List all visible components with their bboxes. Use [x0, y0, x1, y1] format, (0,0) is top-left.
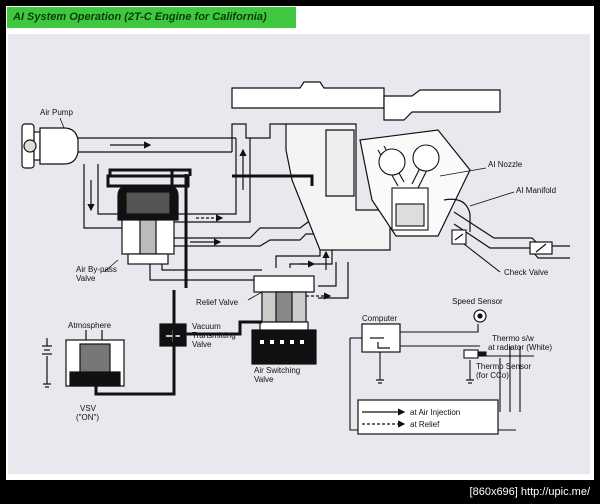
thermo-switch: [463, 349, 487, 359]
legend-label-air-injection: at Air Injection: [410, 408, 461, 417]
computer-unit: [361, 323, 401, 353]
legend-box: [357, 399, 499, 435]
air-pump: [21, 123, 79, 169]
label-computer: Computer: [362, 314, 398, 323]
flow-arrows: [87, 141, 332, 300]
legend-label-relief: at Relief: [410, 420, 440, 429]
label-vsv-line2: ("ON"): [76, 413, 100, 422]
title-banner: [7, 7, 296, 28]
label-air-switching-line2: Valve: [254, 375, 274, 384]
vacuum-hoses: [94, 168, 314, 396]
label-air-bypass-valve-line2: Valve: [76, 274, 96, 283]
label-air-bypass-valve-line1: Air By-pass: [76, 265, 117, 274]
check-valve: [451, 229, 501, 273]
engine-cylinder: [377, 144, 440, 231]
diagram-title: AI System Operation (2T-C Engine for Cal…: [13, 11, 267, 23]
label-thermo-sw-line1: Thermo s/w: [492, 334, 534, 343]
ground-symbols: [43, 379, 474, 388]
label-speed-sensor: Speed Sensor: [452, 297, 503, 306]
label-vacuum-valve-line2: Transmitting: [192, 331, 236, 340]
engine-block: [231, 81, 501, 251]
label-thermo-sensor-line2: (for CCo): [476, 371, 509, 380]
label-vacuum-valve-line3: Valve: [192, 340, 212, 349]
label-ai-nozzle: AI Nozzle: [488, 160, 523, 169]
label-air-pump: Air Pump: [40, 108, 73, 117]
air-switching-valve: [251, 275, 317, 365]
label-atmosphere: Atmosphere: [68, 321, 112, 330]
label-air-switching-line1: Air Switching: [254, 366, 301, 375]
speed-sensor: [473, 309, 487, 323]
vsv-solenoid: [65, 330, 125, 387]
label-thermo-sensor-line1: Thermo Sensor: [476, 362, 532, 371]
label-check-valve: Check Valve: [504, 268, 549, 277]
label-vsv-line1: VSV: [80, 404, 97, 413]
label-vacuum-valve-line1: Vacuum: [192, 322, 221, 331]
air-bypass-valve: [106, 174, 190, 265]
label-thermo-sw-line2: at radiator (White): [488, 343, 553, 352]
source-watermark: [860x696] http://upic.me/: [469, 486, 590, 498]
leader-lines: [59, 117, 515, 301]
battery-symbol: [42, 338, 52, 384]
label-relief-valve: Relief Valve: [196, 298, 239, 307]
ai-manifold: [443, 198, 570, 259]
label-ai-manifold: AI Manifold: [516, 186, 557, 195]
